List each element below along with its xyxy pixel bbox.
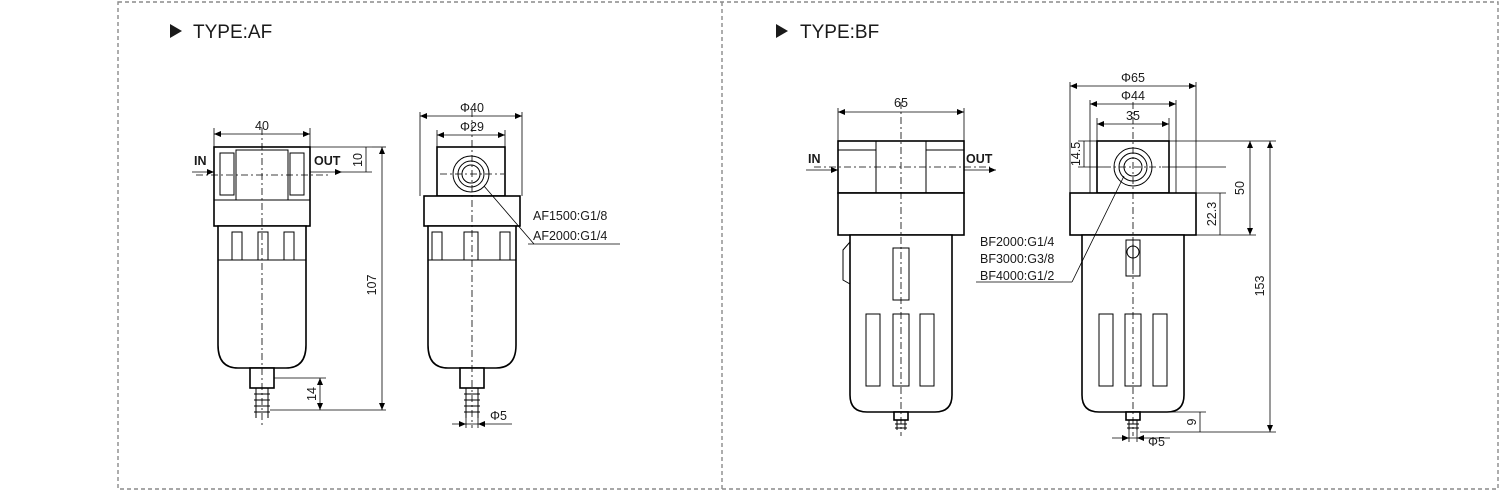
- af-height-dim: 107: [365, 275, 379, 296]
- af-front-view: IN OUT 40 10 107: [192, 119, 386, 428]
- panel-title-af: TYPE:AF: [193, 22, 272, 43]
- panel-title-bf: TYPE:BF: [800, 22, 879, 43]
- bf-out-label: OUT: [966, 152, 993, 166]
- bf-inner-width-dim: 35: [1126, 109, 1140, 123]
- af-inner-dia-dim: Φ29: [460, 120, 484, 134]
- panel-bf: TYPE:BF IN OUT: [776, 22, 1276, 449]
- af-side-view: Φ40 Φ29 AF1500:G1/8 AF2000:G1/4 Φ5: [419, 101, 620, 428]
- bf-port-3: BF4000:G1/2: [980, 269, 1054, 283]
- frame: [117, 1, 1499, 490]
- bf-port-height-dim: 22.3: [1205, 202, 1219, 226]
- bf-outer-dia-dim: Φ65: [1121, 71, 1145, 85]
- bf-head-height-dim: 50: [1233, 181, 1247, 195]
- bf-height-dim: 153: [1253, 276, 1267, 297]
- bf-in-label: IN: [808, 152, 821, 166]
- bf-port-2: BF3000:G3/8: [980, 252, 1054, 266]
- bf-drain-dim: 9: [1185, 418, 1199, 425]
- title-marker-icon: [776, 24, 788, 38]
- af-top-dim: 10: [351, 153, 365, 167]
- af-drain-dim: 14: [305, 387, 319, 401]
- af-port-2: AF2000:G1/4: [533, 229, 607, 243]
- bf-front-view: IN OUT 65: [806, 96, 996, 436]
- af-port-1: AF1500:G1/8: [533, 209, 607, 223]
- bf-width-dim: 65: [894, 96, 908, 110]
- af-drain-dia-dim: Φ5: [490, 409, 507, 423]
- af-out-label: OUT: [314, 154, 341, 168]
- af-in-label: IN: [194, 154, 207, 168]
- af-side-head-top: [436, 146, 506, 197]
- bf-port-1: BF2000:G1/4: [980, 235, 1054, 249]
- bf-drain-dia-dim: Φ5: [1148, 435, 1165, 449]
- af-outer-dia-dim: Φ40: [460, 101, 484, 115]
- bf-top-dim: 14.5: [1069, 142, 1083, 166]
- bf-side-view: Φ65 Φ44 35 14.5 22.3: [976, 71, 1276, 449]
- panel-af: TYPE:AF IN OUT: [170, 22, 620, 428]
- bf-mid-dia-dim: Φ44: [1121, 89, 1145, 103]
- title-marker-icon: [170, 24, 182, 38]
- af-width-dim: 40: [255, 119, 269, 133]
